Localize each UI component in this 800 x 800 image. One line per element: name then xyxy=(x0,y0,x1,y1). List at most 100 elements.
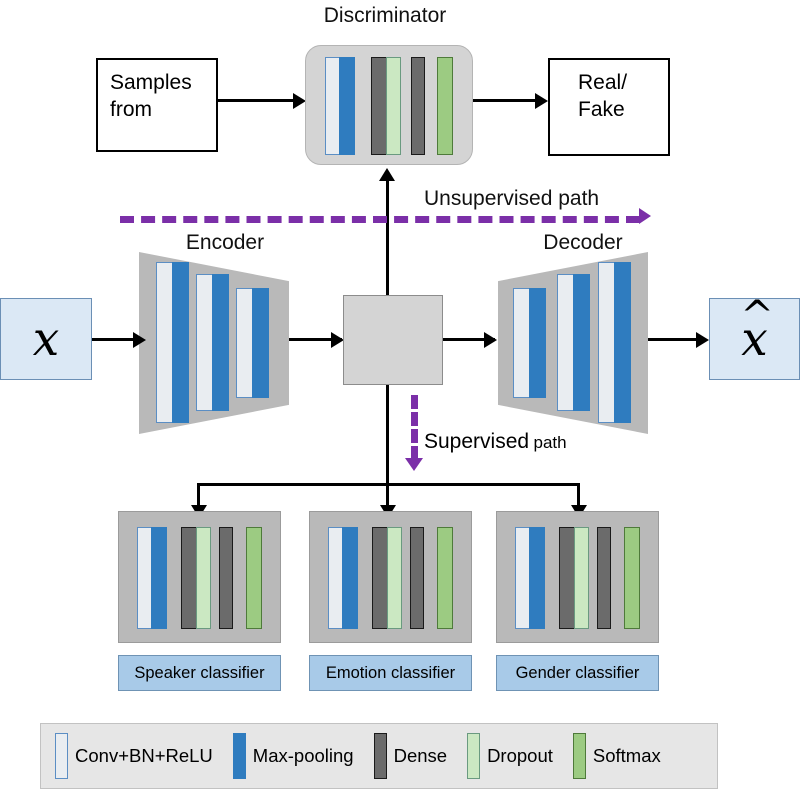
arrow-decoder-to-xhat-head xyxy=(696,332,709,348)
speaker-classifier-label-text: Speaker classifier xyxy=(134,663,265,682)
speaker-dense-bar-2 xyxy=(219,527,233,629)
legend-label-dense: Dense xyxy=(393,745,448,766)
speaker-dense-bar-1 xyxy=(181,527,197,629)
discriminator-conv-bn-relu-bar xyxy=(325,57,340,155)
gender-dense-bar-1 xyxy=(559,527,575,629)
decoder-conv-pool-pair-2 xyxy=(557,274,590,411)
emotion-classifier-panel xyxy=(309,511,472,643)
decoder-conv-bn-relu-bar-3 xyxy=(598,262,615,423)
emotion-softmax-bar xyxy=(437,527,453,629)
discriminator-dense-bar-1 xyxy=(371,57,387,155)
legend-item-pool: Max-pooling xyxy=(232,733,354,779)
supervised-path-dashed-line xyxy=(411,395,418,460)
discriminator-panel xyxy=(305,45,473,165)
encoder-max-pooling-bar-1 xyxy=(172,262,189,423)
encoder-conv-pool-pair-3 xyxy=(236,288,269,398)
legend-panel: Conv+BN+ReLU Max-pooling Dense Dropout S… xyxy=(40,723,718,789)
emotion-classifier-label: Emotion classifier xyxy=(309,655,472,691)
unsupervised-path-arrow-head xyxy=(639,208,651,224)
decoder-title: Decoder xyxy=(543,231,623,254)
discriminator-dense-bar-2 xyxy=(411,57,425,155)
samples-from-line2: from xyxy=(110,97,152,121)
encoder-conv-pool-pair-2 xyxy=(196,274,229,411)
speaker-dense-dropout-pair xyxy=(181,527,211,629)
max-pooling-swatch-icon xyxy=(232,733,246,779)
arrow-samples-to-discriminator-line xyxy=(218,99,294,102)
decoder-conv-pool-pair-1 xyxy=(513,288,546,398)
samples-from-line1: Samples xyxy=(110,71,192,94)
supervised-path-label-main: Supervised xyxy=(424,430,530,453)
supervised-path-label-sub: path xyxy=(533,433,567,452)
arrow-discriminator-to-realfake-head xyxy=(535,93,548,109)
legend-label-pool: Max-pooling xyxy=(252,745,354,766)
real-fake-box: Real/ Fake xyxy=(548,58,670,156)
output-xhat-box: ^ x xyxy=(709,296,800,380)
speaker-dropout-bar xyxy=(196,527,211,629)
arrow-decoder-to-xhat-line xyxy=(648,338,698,341)
arrow-x-to-encoder-head xyxy=(133,332,146,348)
samples-from-box: Samples from xyxy=(96,58,218,152)
legend-label-softmax: Softmax xyxy=(592,745,661,766)
discriminator-conv-pool-pair xyxy=(325,57,355,155)
decoder-max-pooling-bar-2 xyxy=(573,274,590,411)
speaker-conv-bn-relu-bar xyxy=(137,527,152,629)
arrow-latent-to-decoder-head xyxy=(484,332,497,348)
conv-bn-relu-swatch-icon xyxy=(55,733,68,779)
encoder-max-pooling-bar-2 xyxy=(212,274,229,411)
dropout-swatch-icon xyxy=(467,733,481,779)
emotion-conv-pool-pair xyxy=(328,527,358,629)
gender-classifier-panel xyxy=(496,511,659,643)
unsupervised-path-dashed-line xyxy=(120,216,640,223)
speaker-classifier-label: Speaker classifier xyxy=(118,655,281,691)
emotion-conv-bn-relu-bar xyxy=(328,527,343,629)
latent-representation-block xyxy=(343,295,443,385)
encoder-title: Encoder xyxy=(185,231,265,254)
encoder-conv-bn-relu-bar-3 xyxy=(236,288,253,398)
branch-center-drop-line xyxy=(386,483,389,507)
encoder-max-pooling-bar-3 xyxy=(252,288,269,398)
arrow-discriminator-to-realfake-line xyxy=(473,99,536,102)
gender-max-pooling-bar xyxy=(529,527,545,629)
gender-softmax-bar xyxy=(624,527,640,629)
gender-dense-dropout-pair xyxy=(559,527,589,629)
decoder-conv-bn-relu-bar-2 xyxy=(557,274,574,411)
speaker-max-pooling-bar xyxy=(151,527,167,629)
discriminator-dense-dropout-pair xyxy=(371,57,401,155)
arrow-latent-to-discriminator-line xyxy=(386,180,389,300)
arrow-encoder-to-latent-head xyxy=(331,332,344,348)
branch-right-drop-line xyxy=(577,483,580,507)
gender-conv-bn-relu-bar xyxy=(515,527,530,629)
supervised-path-label-group: Supervised path xyxy=(424,430,567,454)
legend-item-dropout: Dropout xyxy=(467,733,553,779)
emotion-classifier-label-text: Emotion classifier xyxy=(325,663,456,682)
discriminator-softmax-bar xyxy=(437,57,453,155)
decoder-max-pooling-bar-1 xyxy=(529,288,546,398)
unsupervised-path-label: Unsupervised path xyxy=(424,187,600,210)
real-fake-line2: Fake xyxy=(578,97,625,121)
input-x-box: x xyxy=(0,298,92,380)
branch-left-drop-line xyxy=(197,483,200,507)
encoder-conv-bn-relu-bar-1 xyxy=(156,262,173,423)
emotion-max-pooling-bar xyxy=(342,527,358,629)
arrow-x-to-encoder-line xyxy=(92,338,136,341)
decoder-conv-pool-pair-3 xyxy=(598,262,631,423)
legend-label-dropout: Dropout xyxy=(487,745,553,766)
supervised-path-arrow-head xyxy=(405,458,423,471)
gender-dense-bar-2 xyxy=(597,527,611,629)
input-x-symbol: x xyxy=(32,311,60,367)
emotion-dense-dropout-pair xyxy=(372,527,402,629)
real-fake-line1: Real/ xyxy=(578,71,628,94)
legend-item-conv: Conv+BN+ReLU xyxy=(55,733,213,779)
arrow-latent-to-discriminator-head xyxy=(379,168,395,181)
decoder-conv-bn-relu-bar-1 xyxy=(513,288,530,398)
gender-classifier-label-text: Gender classifier xyxy=(515,663,640,682)
discriminator-title: Discriminator xyxy=(323,4,447,27)
discriminator-dropout-bar xyxy=(386,57,401,155)
softmax-swatch-icon xyxy=(572,733,586,779)
legend-item-dense: Dense xyxy=(373,733,448,779)
arrow-latent-to-decoder-line xyxy=(443,338,495,341)
output-xhat-symbol-wrap: ^ x xyxy=(740,296,774,363)
emotion-dense-bar-2 xyxy=(410,527,424,629)
arrow-encoder-to-latent-line xyxy=(289,338,342,341)
